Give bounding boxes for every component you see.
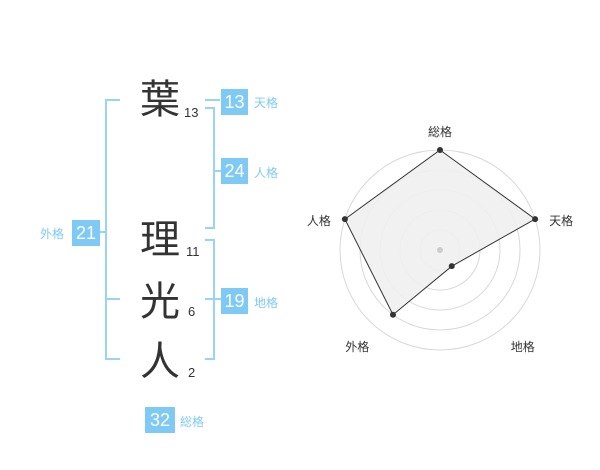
radar-point-2 [532, 216, 539, 223]
jinkaku-value: 24 [221, 158, 248, 184]
stroke-count-2: 11 [186, 244, 200, 259]
jinkaku-label: 人格 [254, 166, 279, 180]
radar-axis-label-2: 天格 [549, 213, 573, 228]
radar-series-polygon [344, 149, 537, 316]
radar-point-1 [437, 147, 443, 153]
name-char-3: 光 [140, 279, 180, 325]
gaikaku-label: 外格 [40, 227, 65, 241]
soukaku-value: 32 [145, 407, 175, 433]
radar-axis-label-4: 外格 [345, 339, 369, 354]
chikaku-label: 地格 [254, 296, 279, 310]
radar-axis-label-3: 地格 [511, 339, 535, 354]
radar-point-3 [448, 263, 455, 270]
radar-center [437, 247, 443, 253]
name-char-1: 葉 [140, 77, 180, 123]
radar-point-4 [389, 311, 396, 318]
tenkaku-label: 天格 [254, 96, 279, 110]
tenkaku-value: 13 [221, 89, 248, 115]
soukaku-label: 総格 [180, 415, 205, 429]
radar-axis-label-1: 総格 [428, 124, 452, 139]
stroke-count-1: 13 [184, 105, 199, 120]
stroke-count-4: 2 [188, 365, 196, 380]
radar-axis-label-5: 人格 [307, 213, 331, 228]
stroke-count-3: 6 [188, 304, 196, 319]
chikaku-value: 19 [221, 288, 248, 314]
radar-point-5 [341, 216, 348, 223]
gaikaku-value: 21 [72, 220, 100, 246]
name-char-4: 人 [140, 339, 180, 385]
name-char-2: 理 [140, 217, 180, 263]
